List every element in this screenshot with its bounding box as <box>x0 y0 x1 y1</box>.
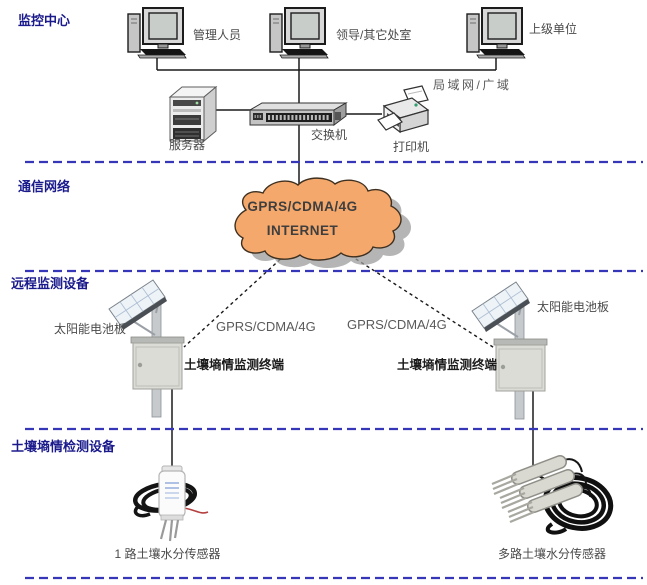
label-terminal-left: 土壤墒情监测终端 <box>184 358 285 372</box>
computer-superior-icon <box>466 7 526 59</box>
cloud-label-gprs: GPRS/CDMA/4G <box>247 199 358 214</box>
label-printer: 打印机 <box>393 140 430 154</box>
computer-admin-icon <box>127 7 187 59</box>
solar-station-right-icon <box>471 281 548 420</box>
label-switch: 交换机 <box>311 128 348 142</box>
switch-icon <box>248 102 348 126</box>
label-computer-admin: 管理人员 <box>193 28 242 42</box>
label-computer-leader: 领导/其它处室 <box>336 28 412 42</box>
computer-leader-icon <box>269 7 329 59</box>
label-wireless-left: GPRS/CDMA/4G <box>216 319 316 334</box>
server-icon <box>168 85 218 143</box>
wireless-link-right <box>344 251 497 350</box>
section-separators <box>25 160 643 580</box>
label-server: 服务器 <box>169 138 206 152</box>
printer-icon <box>377 85 430 134</box>
cloud-label-internet: INTERNET <box>266 223 339 238</box>
section-label-remote-devices: 远程监测设备 <box>11 276 90 291</box>
label-solar-left: 太阳能电池板 <box>54 322 127 336</box>
single-sensor-icon <box>132 465 209 542</box>
label-sensor-multi: 多路土壤水分传感器 <box>497 547 606 561</box>
internet-cloud-icon <box>234 177 412 269</box>
section-label-monitoring-center: 监控中心 <box>18 13 71 28</box>
label-sensor-single: 1 路土壤水分传感器 <box>114 547 221 561</box>
multi-sensor-icon <box>491 455 614 535</box>
label-lan-wan: 局域网/广域 <box>433 78 512 92</box>
label-solar-right: 太阳能电池板 <box>537 300 610 314</box>
label-wireless-right: GPRS/CDMA/4G <box>347 317 447 332</box>
section-label-comm-network: 通信网络 <box>18 179 71 194</box>
label-terminal-right: 土壤墒情监测终端 <box>397 358 498 372</box>
label-computer-superior: 上级单位 <box>529 22 578 36</box>
section-label-soil-devices: 土壤墒情检测设备 <box>11 439 116 454</box>
